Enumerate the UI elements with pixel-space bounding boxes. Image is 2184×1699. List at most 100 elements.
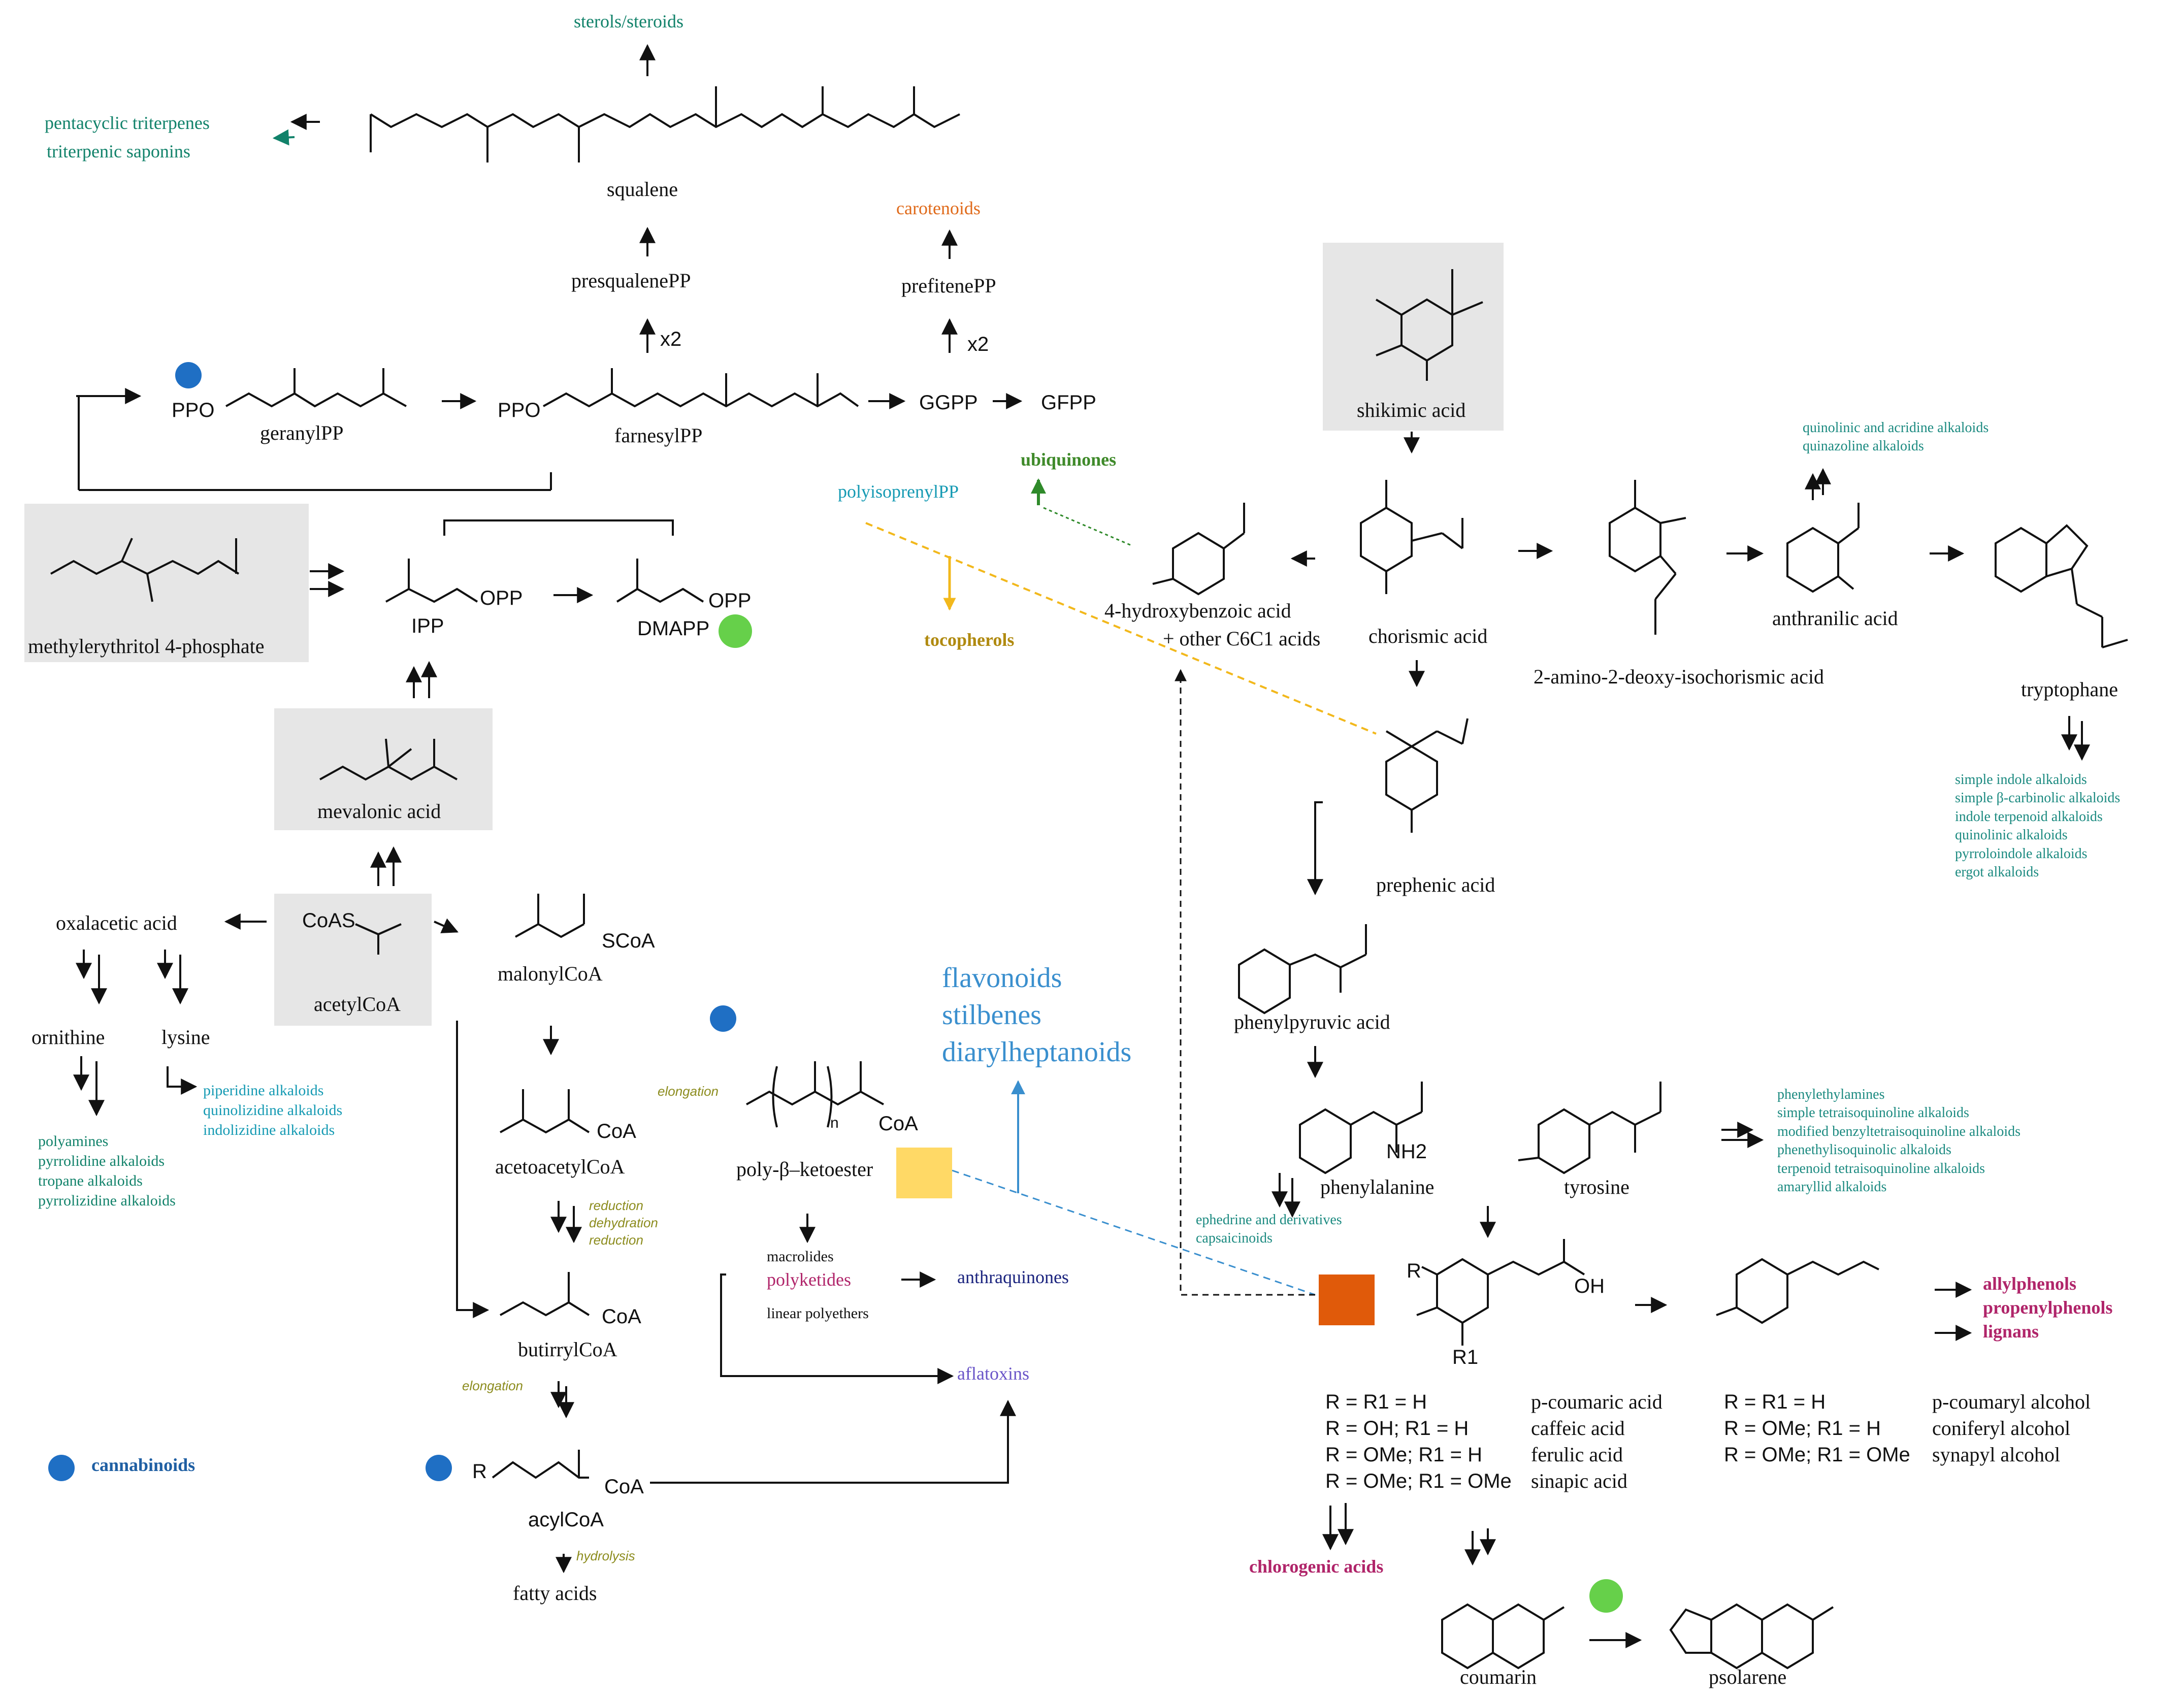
cannabinoid-marker-dot: [175, 362, 202, 388]
dmapp-label: DMAPP: [637, 617, 710, 640]
alkaloid-item: simple tetraisoquinoline alkaloids: [1777, 1105, 1969, 1121]
lysine-label: lysine: [161, 1026, 210, 1049]
chorismic-label: chorismic acid: [1368, 625, 1488, 647]
polyisoprenylpp-label: polyisoprenylPP: [838, 481, 959, 502]
mep-box: [24, 504, 309, 662]
alkaloid-item: terpenoid tetraisoquinoline alkaloids: [1777, 1160, 1985, 1177]
reduction-steps: reduction dehydration reduction: [589, 1197, 658, 1249]
r-label: R: [472, 1460, 487, 1483]
ggpp-label: GGPP: [919, 391, 978, 414]
malonylcoa-label: malonylCoA: [498, 962, 603, 985]
step-label: dehydration: [589, 1215, 658, 1230]
alkaloid-item: quinazoline alkaloids: [1803, 438, 1924, 454]
acid-name: caffeic acid: [1531, 1417, 1625, 1440]
phenylpropanoid-products: allylphenols propenylphenols lignans: [1983, 1272, 2112, 1343]
anthraquinones-label: anthraquinones: [957, 1267, 1069, 1287]
alkaloid-item: tropane alkaloids: [38, 1172, 143, 1189]
tocopherols-label: tocopherols: [924, 630, 1015, 650]
substituent-row: R = OH; R1 = H: [1325, 1417, 1469, 1440]
step-hydrolysis: hydrolysis: [576, 1548, 635, 1563]
ppo-label: PPO: [498, 399, 541, 421]
step-label: reduction: [589, 1232, 643, 1248]
green-marker-dot: [1589, 1579, 1623, 1613]
oxalacetic-label: oxalacetic acid: [56, 911, 177, 934]
product-stilbenes: stilbenes: [942, 999, 1041, 1031]
alkaloid-item: phenylethylamines: [1777, 1087, 1885, 1102]
substituent-row: R = R1 = H: [1325, 1391, 1427, 1413]
psolarene-label: psolarene: [1709, 1665, 1787, 1688]
tyrosine-alkaloid-list: phenylethylamines simple tetraisoquinoli…: [1777, 1086, 2020, 1196]
acid-name: sinapic acid: [1531, 1469, 1627, 1492]
x2-label: x2: [967, 333, 989, 355]
presqualenepp-label: presqualenePP: [571, 269, 691, 292]
alcohol-name: synapyl alcohol: [1932, 1443, 2061, 1466]
product-allylphenols: allylphenols: [1983, 1273, 2077, 1294]
alkaloid-item: pyrrolidine alkaloids: [38, 1153, 165, 1169]
ppo-label: PPO: [172, 399, 215, 421]
tyrosine-label: tyrosine: [1564, 1175, 1629, 1198]
alkaloid-item: piperidine alkaloids: [203, 1082, 324, 1099]
alkaloid-item: simple indole alkaloids: [1955, 772, 2087, 788]
macrolides-label: macrolides: [767, 1248, 834, 1265]
cinnamic-name-list: p-coumaric acid caffeic acid ferulic aci…: [1531, 1389, 1663, 1494]
tryptophane-alkaloid-list: simple indole alkaloids simple β-carbino…: [1955, 771, 2120, 881]
alkaloid-item: quinolinic and acridine alkaloids: [1803, 420, 1989, 436]
gfpp-label: GFPP: [1041, 391, 1096, 414]
alkaloid-item: amaryllid alkaloids: [1777, 1179, 1887, 1195]
cannabinoid-legend-dot: [48, 1455, 75, 1481]
alkaloid-item: modified benzyltetraisoquinoline alkaloi…: [1777, 1123, 2020, 1139]
r1-label: R1: [1452, 1346, 1479, 1368]
acetylcoa-box: [274, 894, 432, 1026]
cannabinoid-marker-dot: [426, 1455, 452, 1481]
prephenic-label: prephenic acid: [1376, 873, 1495, 896]
mep-label: methylerythritol 4-phosphate: [28, 635, 265, 658]
alkaloid-item: ergot alkaloids: [1955, 864, 2039, 880]
orange-marker-square: [1319, 1275, 1375, 1325]
coa-label: CoA: [604, 1476, 644, 1498]
flavonoid-products: flavonoids stilbenes diarylheptanoids: [942, 960, 1131, 1070]
coa-label: CoA: [602, 1305, 641, 1328]
ornithine-alkaloid-list: polyamines pyrrolidine alkaloids tropane…: [38, 1131, 176, 1211]
phenylpyruvic-label: phenylpyruvic acid: [1234, 1010, 1390, 1033]
adic-label: 2-amino-2-deoxy-isochorismic acid: [1534, 665, 1824, 688]
chlorogenic-label: chlorogenic acids: [1249, 1556, 1384, 1577]
ubiquinones-label: ubiquinones: [1021, 449, 1117, 470]
product-flavonoids: flavonoids: [942, 962, 1062, 994]
phenylalanine-label: phenylalanine: [1320, 1175, 1435, 1198]
tryptophane-label: tryptophane: [2021, 678, 2118, 701]
cannabinoids-label: cannabinoids: [91, 1455, 195, 1475]
cinnamic-substituent-list: R = R1 = H R = OH; R1 = H R = OMe; R1 = …: [1325, 1389, 1512, 1494]
alkaloid-item: capsaicinoids: [1196, 1230, 1273, 1247]
substituent-row: R = OMe; R1 = H: [1325, 1444, 1482, 1466]
product-lignans: lignans: [1983, 1321, 2039, 1342]
carotenoids-label: carotenoids: [896, 198, 981, 218]
butirrylcoa-label: butirrylCoA: [518, 1338, 617, 1361]
shikimic-label: shikimic acid: [1357, 399, 1466, 421]
coas-label: CoAS: [302, 909, 355, 932]
alcohol-substituent-list: R = R1 = H R = OMe; R1 = H R = OMe; R1 =…: [1724, 1389, 1910, 1468]
hydroxybenzoic-label: 4-hydroxybenzoic acid: [1104, 599, 1291, 622]
substituent-row: R = R1 = H: [1724, 1391, 1826, 1413]
polyketides-label: polyketides: [767, 1269, 851, 1290]
opp-label: OPP: [708, 590, 752, 612]
alkaloid-item: pyrrolizidine alkaloids: [38, 1192, 176, 1209]
polyketoester-label: poly-β–ketoester: [736, 1158, 873, 1181]
n-subscript: n: [830, 1115, 839, 1131]
acetoacetylcoa-label: acetoacetylCoA: [495, 1155, 625, 1178]
step-elongation: elongation: [658, 1084, 719, 1099]
alcohol-name: coniferyl alcohol: [1932, 1417, 2071, 1440]
alkaloid-item: phenethylisoquinolic alkaloids: [1777, 1142, 1951, 1158]
alkaloid-item: pyrroloindole alkaloids: [1955, 845, 2088, 862]
alkaloid-item: polyamines: [38, 1133, 109, 1150]
scoa-label: SCoA: [602, 930, 655, 952]
alkaloid-item: indole terpenoid alkaloids: [1955, 808, 2103, 825]
pentacyclic-label: pentacyclic triterpenes: [45, 113, 210, 133]
shikimic-box: [1323, 243, 1504, 431]
green-marker-dot: [719, 614, 752, 648]
anthranilic-label: anthranilic acid: [1772, 607, 1898, 630]
sterols-label: sterols/steroids: [574, 11, 683, 31]
anthranilic-alkaloid-list: quinolinic and acridine alkaloids quinaz…: [1803, 419, 1989, 456]
alcohol-name: p-coumaryl alcohol: [1932, 1390, 2091, 1413]
phenylalanine-product-list: ephedrine and derivatives capsaicinoids: [1196, 1211, 1342, 1248]
